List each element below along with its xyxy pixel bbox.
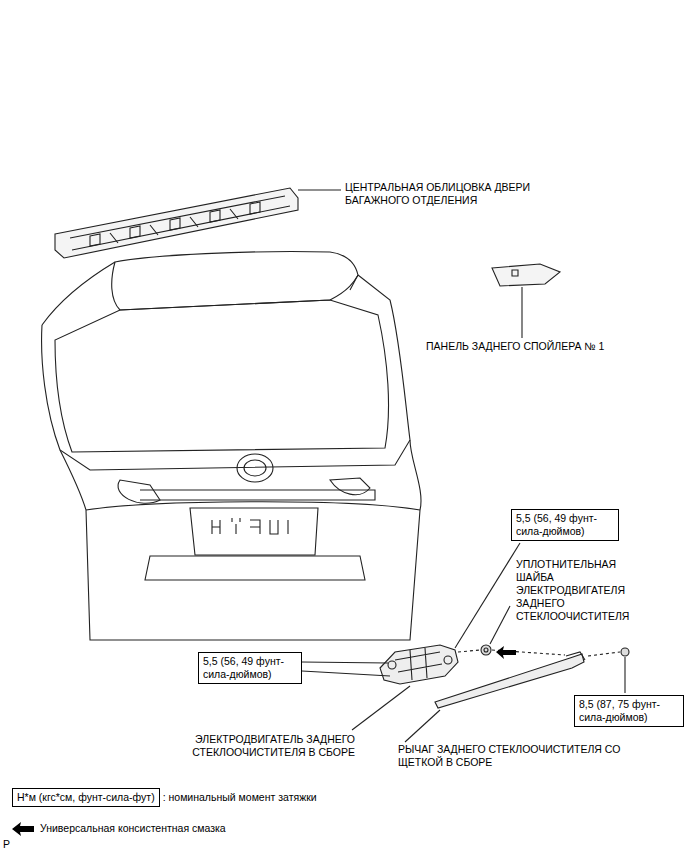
part-name: ПАНЕЛЬ ЗАДНЕГО СПОЙЛЕРА № 1 [426, 340, 604, 353]
torque-box: 8,5 (87, 75 фунт-сила-дюймов) [574, 695, 684, 727]
part-name: ЦЕНТРАЛЬНАЯ ОБЛИЦОВКА ДВЕРИ БАГАЖНОГО ОТ… [345, 181, 545, 207]
legend-text: : номинальный момент затяжки [163, 791, 317, 804]
legend-torque-box: Н*м (кгс*см, фунт-сила-фут) [12, 788, 160, 807]
torque-value: 5,5 (56, 49 фунт-сила-дюймов) [516, 512, 614, 538]
torque-value: Н*м (кгс*см, фунт-сила-фут) [17, 791, 155, 804]
part-name: ЭЛЕКТРОДВИГАТЕЛЬ ЗАДНЕГО СТЕКЛООЧИСТИТЕЛ… [140, 733, 355, 759]
torque-box: 5,5 (56, 49 фунт-сила-дюймов) [198, 652, 302, 684]
page-mark: P [3, 838, 23, 851]
torque-value: 8,5 (87, 75 фунт-сила-дюймов) [579, 698, 679, 724]
legend-text: Универсальная консистентная смазка [40, 822, 226, 835]
part-name: УПЛОТНИТЕЛЬНАЯ ШАЙБА ЭЛЕКТРОДВИГАТЕЛЯ ЗА… [516, 558, 646, 623]
torque-box: 5,5 (56, 49 фунт-сила-дюймов) [511, 509, 619, 541]
part-name: РЫЧАГ ЗАДНЕГО СТЕКЛООЧИСТИТЕЛЯ СО ЩЕТКОЙ… [398, 743, 630, 769]
torque-value: 5,5 (56, 49 фунт-сила-дюймов) [203, 655, 297, 681]
